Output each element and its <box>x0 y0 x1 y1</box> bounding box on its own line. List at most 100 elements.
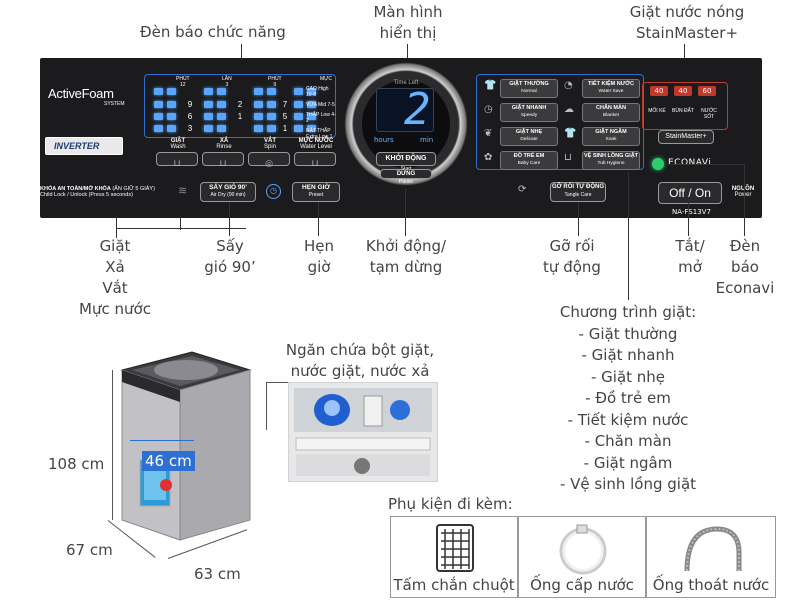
air-flow-icon: ≋ <box>178 184 188 197</box>
min-label: min <box>420 136 434 144</box>
pause-button[interactable]: DỪNG <box>380 169 432 179</box>
econavi-label: ECONAVi <box>668 158 712 168</box>
hours-label: hours <box>374 136 394 144</box>
model-label: NA-FS13V7 <box>672 208 711 216</box>
stainmaster-button[interactable]: StainMaster+ <box>658 130 714 144</box>
callout-hot-water-line1: Giặt nước nóng <box>629 3 745 21</box>
accessory-label: Tấm chắn chuột <box>393 576 515 594</box>
temp-badges: 40 40 60 <box>650 86 716 96</box>
brand-logo: ActiveFoam <box>48 86 114 101</box>
air-dry-button[interactable]: SẤY GIÓ 90’ Air Dry (90 min) <box>200 182 256 202</box>
program-item: - Chăn màn <box>584 432 672 450</box>
rinse-icon: ⊔ <box>219 158 227 168</box>
indicator-led <box>154 88 163 95</box>
digit-window <box>376 88 434 132</box>
soak-icon: 👕 <box>564 128 577 139</box>
start-button[interactable]: KHỞI ĐỘNG <box>376 152 436 166</box>
leader-line <box>229 202 230 236</box>
callout-start-pause: Khởi động/ tạm dừng <box>365 237 447 276</box>
wash-icon: ⊔ <box>173 158 181 168</box>
indicator-led <box>217 113 226 120</box>
indicator-led <box>204 125 213 132</box>
water-level-icon: ⊔ <box>311 158 319 168</box>
water-save-icon: ◔ <box>564 80 573 91</box>
indicator-led <box>217 125 226 132</box>
pause-sub: Pause <box>398 179 414 185</box>
leader-line <box>405 188 406 236</box>
callout-econavi: Đèn báo Econavi <box>715 237 775 297</box>
clock-icon: ◷ <box>266 184 281 199</box>
leader-line <box>318 202 319 236</box>
led-row-4: 3 1 <box>154 124 316 133</box>
callout-wash-group: Giặt Xả Vắt Mực nước <box>79 237 151 318</box>
indicator-led <box>267 88 276 95</box>
preset-button[interactable]: HẸN GIỜ Preset <box>292 182 340 202</box>
program-item: - Tiết kiệm nước <box>567 410 689 429</box>
baby-care-icon: ✿ <box>484 152 493 163</box>
spin-icon: ◎ <box>265 158 273 168</box>
temp-badge: 40 <box>674 86 692 96</box>
indicator-led <box>307 125 316 132</box>
indicator-led <box>254 88 263 95</box>
inlet-hose-icon <box>559 524 607 575</box>
indicator-led <box>254 101 263 108</box>
water-level-button[interactable]: ⊔ <box>294 152 336 168</box>
indicator-led <box>217 101 226 108</box>
width-dimension: 63 cm <box>194 565 241 583</box>
program-item: - Giặt nhanh <box>581 346 675 364</box>
power-button[interactable]: Off / On <box>658 182 722 204</box>
tangle-care-label: GỠ RỐI TỰ ĐỘNG <box>551 184 605 190</box>
temp-labels: MỐI KÉ BÙN ĐẤT NƯỚC SỐT <box>648 108 717 120</box>
indicator-led <box>267 101 276 108</box>
indicator-led <box>254 113 263 120</box>
height-line <box>112 370 113 520</box>
indicator-led <box>204 101 213 108</box>
program-item: - Giặt nhẹ <box>590 367 666 386</box>
wash-button[interactable]: ⊔ <box>156 152 198 168</box>
indicator-led <box>307 113 316 120</box>
mouse-guard-icon <box>436 524 474 572</box>
indicator-led <box>154 101 163 108</box>
spin-button[interactable]: ◎ <box>248 152 290 168</box>
accessory-drain-hose: Ống thoát nước <box>646 516 776 598</box>
program-item: - Vệ sinh lồng giặt <box>559 475 697 493</box>
rinse-button[interactable]: ⊔ <box>202 152 244 168</box>
callout-hot-water: Giặt nước nóng StainMaster+ <box>617 2 757 44</box>
drain-hose-icon <box>684 526 742 572</box>
time-left-label: Time Left <box>393 80 419 86</box>
normal-icon: 👕 <box>484 80 497 91</box>
indicator-light-frame <box>144 74 336 138</box>
led-row-3: 6 1 5 <box>154 112 316 121</box>
tangle-care-button[interactable]: GỠ RỐI TỰ ĐỘNG Tangle Care <box>550 182 606 202</box>
leader-line <box>744 164 745 236</box>
delicate-icon: ❦ <box>484 128 493 139</box>
temp-badge: 60 <box>698 86 716 96</box>
indicator-led <box>267 125 276 132</box>
accessory-label: Ống cấp nước <box>530 576 634 594</box>
leader-line <box>668 164 744 165</box>
indicator-led <box>254 125 263 132</box>
stainmaster-frame <box>642 82 728 130</box>
program-item: - Giặt ngâm <box>583 453 673 472</box>
accessories-title: Phụ kiện đi kèm: <box>388 495 513 513</box>
dispenser-image <box>288 382 438 482</box>
indicator-led <box>204 88 213 95</box>
indicator-led <box>167 88 176 95</box>
callout-hot-water-line2: StainMaster+ <box>635 24 739 42</box>
indicator-led <box>167 101 176 108</box>
indicator-led <box>267 113 276 120</box>
